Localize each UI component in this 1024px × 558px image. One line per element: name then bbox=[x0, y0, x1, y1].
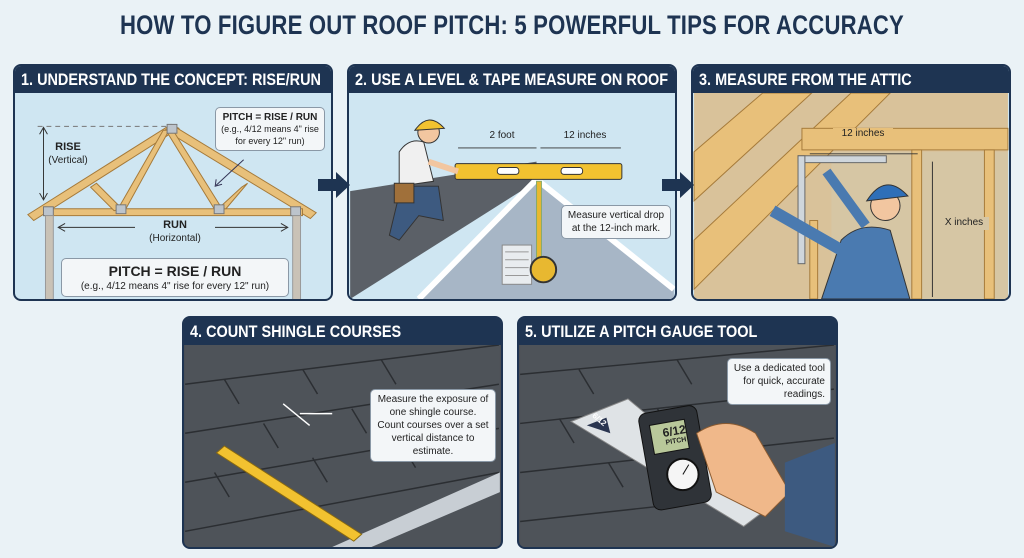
shingle-callout: Measure the exposure of one shingle cour… bbox=[370, 389, 496, 462]
roof-level-illustration bbox=[350, 93, 675, 299]
panel-heading: 5. UTILIZE A PITCH GAUGE TOOL bbox=[519, 318, 836, 345]
panel-level-tape: 2. USE A LEVEL & TAPE MEASURE ON ROOF 2 … bbox=[347, 64, 677, 301]
attic-illustration bbox=[693, 93, 1009, 299]
panel-shingle-courses: 4. COUNT SHINGLE COURSES Measure the exp… bbox=[182, 316, 503, 549]
dimension-2-foot: 2 foot bbox=[489, 130, 515, 141]
pitch-formula: PITCH = RISE / RUN(e.g., 4/12 means 4" r… bbox=[61, 258, 289, 298]
panel-attic: 3. MEASURE FROM THE ATTIC 12 inches X in… bbox=[691, 64, 1011, 301]
dimension-12-inches: 12 inches bbox=[563, 130, 607, 141]
panel-rise-run: 1. UNDERSTAND THE CONCEPT: RISE/RUN RISE… bbox=[13, 64, 333, 301]
panel-heading: 1. UNDERSTAND THE CONCEPT: RISE/RUN bbox=[15, 66, 331, 93]
panel-heading: 4. COUNT SHINGLE COURSES bbox=[184, 318, 501, 345]
page-title: HOW TO FIGURE OUT ROOF PITCH: 5 POWERFUL… bbox=[119, 10, 904, 40]
dimension-x-inches: X inches bbox=[939, 217, 989, 230]
panel-heading: 3. MEASURE FROM THE ATTIC bbox=[693, 66, 1009, 93]
truss-illustration bbox=[27, 123, 318, 299]
pitch-callout: PITCH = RISE / RUN(e.g., 4/12 means 4" r… bbox=[215, 107, 325, 152]
run-label: RUN(Horizontal) bbox=[135, 219, 215, 246]
measure-callout: Measure vertical drop at the 12-inch mar… bbox=[561, 205, 671, 239]
panel-heading: 2. USE A LEVEL & TAPE MEASURE ON ROOF bbox=[349, 66, 675, 93]
arrow-right-icon bbox=[662, 172, 694, 198]
dimension-12-inches: 12 inches bbox=[833, 128, 893, 141]
gauge-callout: Use a dedicated tool for quick, accurate… bbox=[727, 358, 831, 405]
rise-label: RISE(Vertical) bbox=[48, 141, 88, 166]
arrow-right-icon bbox=[318, 172, 350, 198]
